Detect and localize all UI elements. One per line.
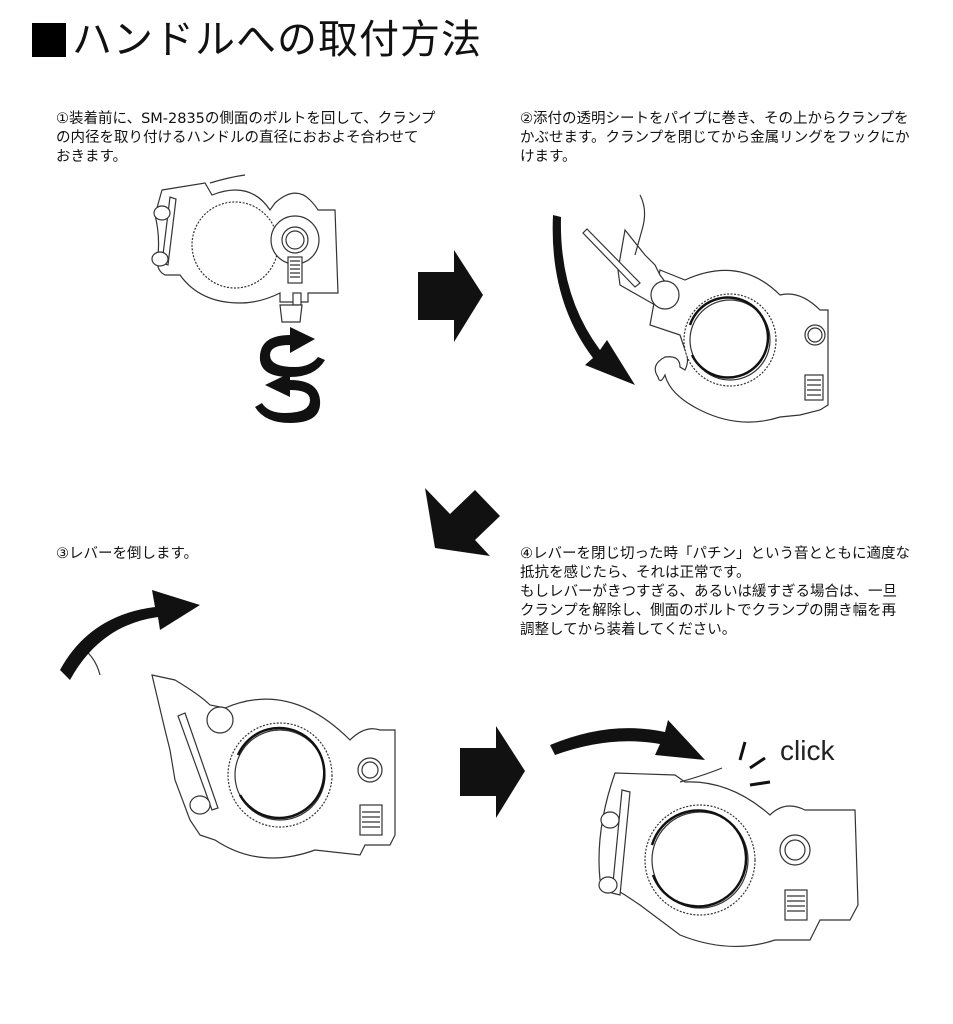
click-sound-label: click: [780, 735, 835, 766]
square-bullet-icon: [32, 23, 66, 57]
curved-arrow-right-icon: [550, 720, 705, 760]
clamp-hook-icon: [582, 194, 829, 423]
step-4-instruction: ④レバーを閉じ切った時「パチン」という音とともに適度な 抵抗を感じたら、それは正…: [520, 546, 910, 638]
page-title: ハンドルへの取付方法: [32, 14, 482, 66]
curved-arrow-up-icon: [60, 590, 200, 680]
page-title-text: ハンドルへの取付方法: [72, 17, 482, 63]
clamp-open-icon: [151, 174, 339, 323]
clamp-closed-icon: [598, 767, 859, 947]
arrow-down-left-icon: [425, 488, 500, 556]
arrow-right-icon: [460, 726, 525, 818]
curved-arrow-down-icon: [552, 215, 635, 385]
rotate-clockwise-icon: [255, 327, 325, 423]
step-1-instruction: ①装着前に、SM-2835の側面のボルトを回して、クランプ の内径を取り付けるハ…: [56, 111, 436, 165]
step-2-instruction: ②添付の透明シートをパイプに巻き、その上からクランプを かぶせます。クランプを閉…: [520, 111, 910, 165]
arrow-right-icon: [418, 250, 483, 342]
clamp-lever-icon: [77, 644, 396, 859]
step-3-instruction: ③レバーを倒します。: [56, 546, 199, 562]
click-lines-icon: [738, 741, 771, 787]
